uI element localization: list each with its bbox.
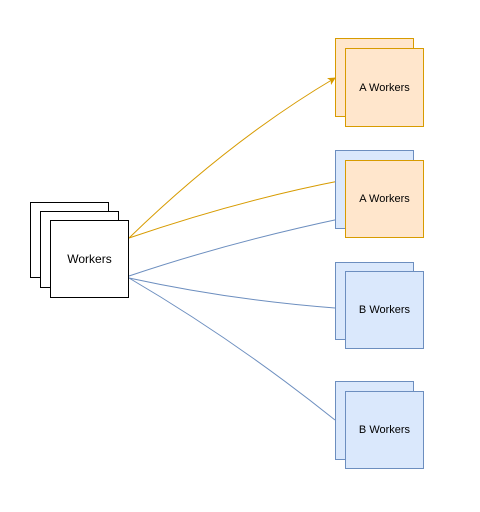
a-workers-2-label: A Workers — [359, 193, 410, 205]
edge-workers-to-a-workers-3 — [128, 215, 345, 277]
b-workers-2-front — [345, 391, 424, 469]
workers-stack-front — [50, 220, 129, 298]
b-workers-2-label: B Workers — [358, 424, 411, 436]
edge-workers-to-a-workers-2 — [128, 177, 345, 239]
edge-workers-to-a-workers-1 — [128, 77, 336, 239]
a-workers-2-front — [345, 160, 424, 238]
edge-workers-to-b-workers-2 — [128, 277, 336, 421]
a-workers-1-front — [345, 48, 424, 127]
b-workers-1-label: B Workers — [358, 304, 411, 316]
workers-label: Workers — [67, 252, 112, 266]
b-workers-1-front — [345, 271, 424, 349]
edge-workers-to-b-workers-1 — [128, 277, 336, 309]
a-workers-1-label: A Workers — [359, 81, 410, 94]
